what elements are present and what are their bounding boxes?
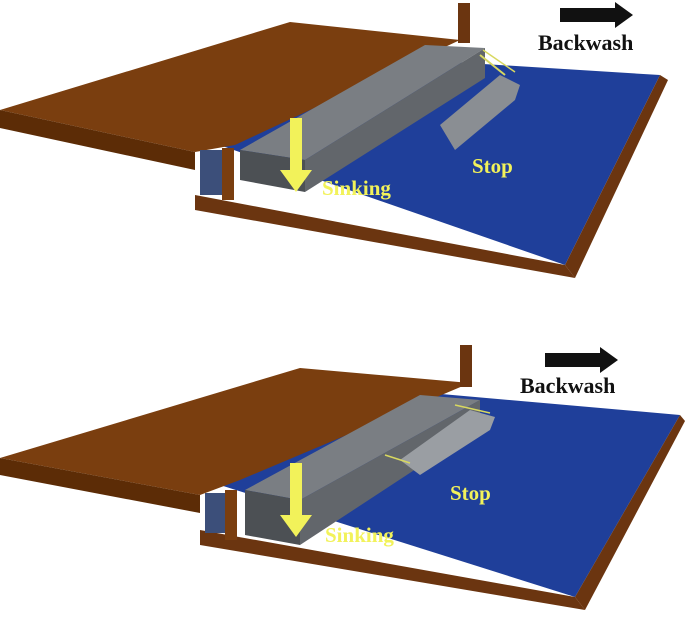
- backwash-label: Backwash: [520, 373, 616, 398]
- scene-panel-bottom: Backwash Stop Sinking: [0, 335, 685, 627]
- post: [460, 345, 472, 387]
- land-top: [0, 22, 460, 152]
- post: [458, 3, 470, 43]
- sinking-label: Sinking: [322, 176, 391, 200]
- arrow-right-icon: [560, 2, 633, 28]
- stopped-block: [440, 75, 520, 150]
- sinking-block-side: [245, 490, 300, 545]
- cable: [384, 454, 411, 464]
- channel-wall: [222, 148, 234, 200]
- arrow-right-icon: [545, 347, 618, 373]
- stop-label: Stop: [472, 154, 513, 178]
- backwash-label: Backwash: [538, 30, 634, 55]
- stopped-block: [400, 410, 495, 475]
- basin-front-wall: [195, 195, 575, 278]
- scene-panel-top: Backwash Stop Sinking: [0, 0, 685, 300]
- sinking-label: Sinking: [325, 523, 394, 547]
- land-front: [0, 110, 195, 170]
- basin-right-wall: [565, 75, 668, 278]
- sinking-block-top: [245, 395, 480, 500]
- basin-right-wall: [575, 415, 685, 610]
- arrow-down-icon: [280, 118, 312, 192]
- cable: [454, 404, 491, 414]
- land-top: [0, 368, 470, 495]
- basin-front-wall: [200, 530, 585, 610]
- channel-wall: [225, 490, 237, 540]
- scene-illustration-bottom: [0, 345, 685, 610]
- scene-illustration-top: [0, 2, 668, 278]
- land-front: [0, 458, 200, 513]
- stop-label: Stop: [450, 481, 491, 505]
- cable: [479, 54, 506, 76]
- arrow-down-icon: [280, 463, 312, 537]
- sinking-block-front: [305, 48, 485, 192]
- cable: [482, 49, 516, 73]
